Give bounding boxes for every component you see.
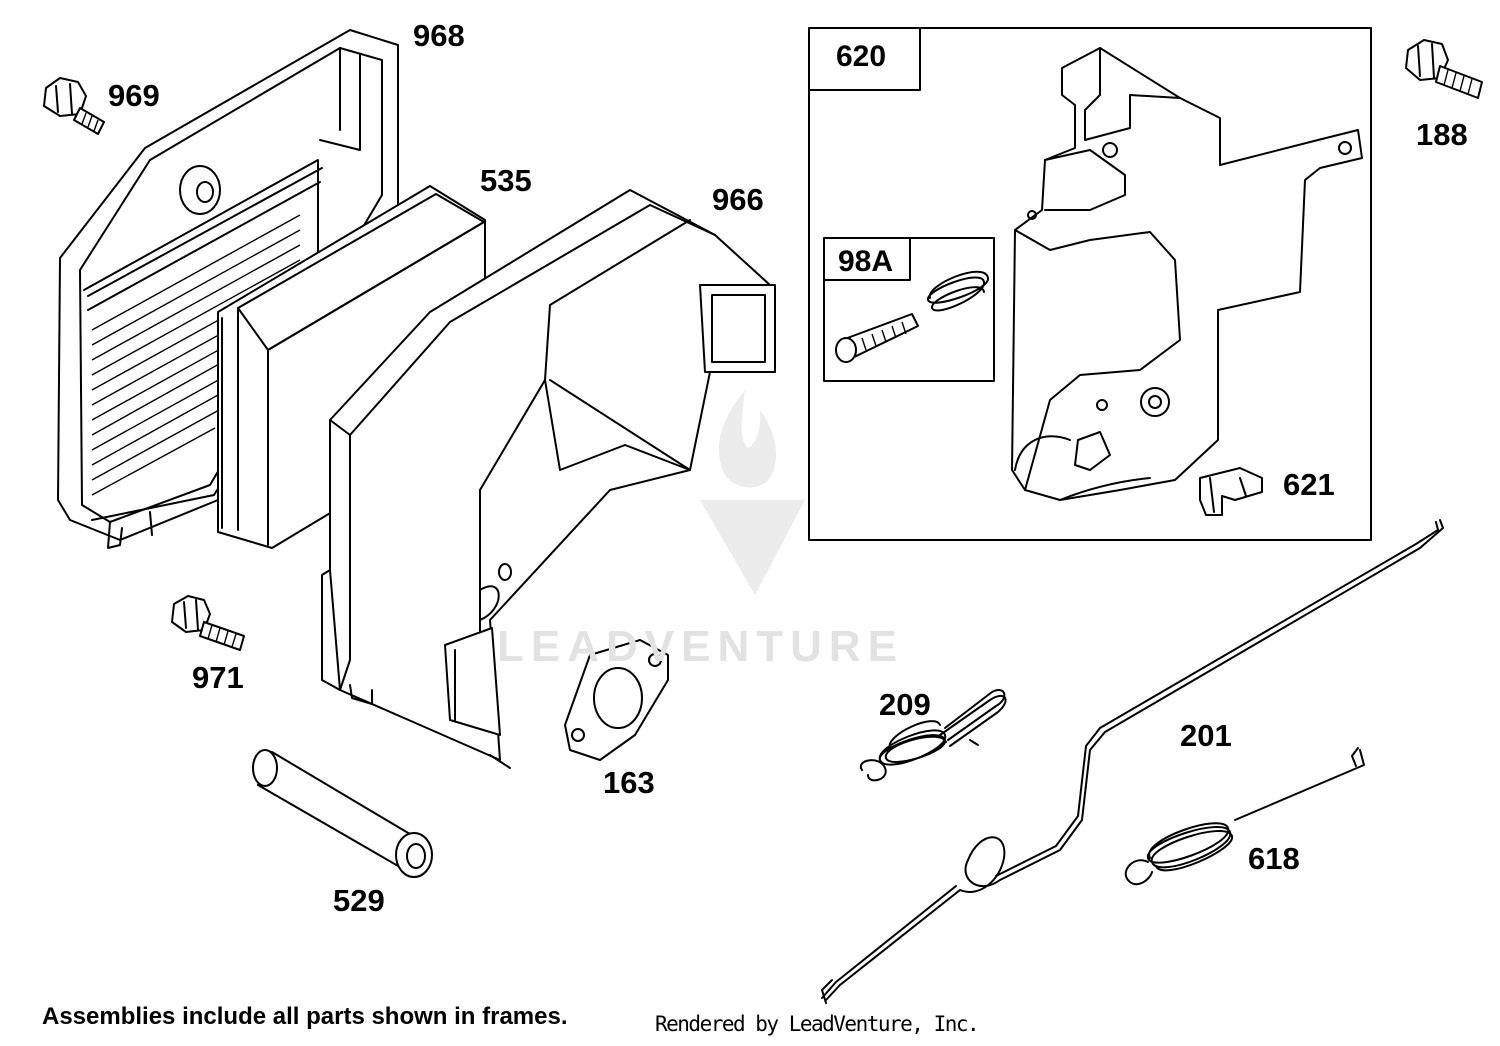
frame-98a — [823, 237, 995, 382]
part-label-968: 968 — [413, 18, 465, 53]
watermark-logo-icon — [700, 390, 805, 595]
part-label-201: 201 — [1180, 718, 1232, 753]
spring-618 — [1124, 747, 1365, 886]
frame-label-98a: 98A — [838, 245, 894, 278]
watermark-text: LEADVENTURE — [497, 622, 905, 671]
control-bracket — [1011, 47, 1363, 501]
frame-label-620: 620 — [836, 40, 887, 73]
part-label-209: 209 — [879, 687, 931, 722]
clip-621-icon — [1199, 467, 1263, 516]
air-cleaner-base — [321, 189, 776, 769]
bolt-971-icon — [171, 595, 245, 651]
part-label-188: 188 — [1416, 117, 1468, 152]
gasket — [564, 639, 669, 761]
render-credit: Rendered by LeadVenture, Inc. — [655, 1012, 980, 1036]
assemblies-note: Assemblies include all parts shown in fr… — [42, 1003, 568, 1030]
part-label-618: 618 — [1248, 841, 1300, 876]
frame-620 — [808, 27, 1372, 541]
governor-link-201 — [821, 519, 1444, 1004]
bolt-969-icon — [43, 77, 105, 135]
part-label-529: 529 — [333, 883, 385, 918]
part-label-621: 621 — [1283, 467, 1335, 502]
part-label-969: 969 — [108, 78, 160, 113]
part-label-163: 163 — [603, 765, 655, 800]
tube — [252, 749, 433, 878]
bolt-188-icon — [1405, 39, 1483, 99]
spring-209 — [859, 689, 1007, 782]
part-label-966: 966 — [712, 182, 764, 217]
part-label-971: 971 — [192, 660, 244, 695]
part-label-535: 535 — [480, 163, 532, 198]
